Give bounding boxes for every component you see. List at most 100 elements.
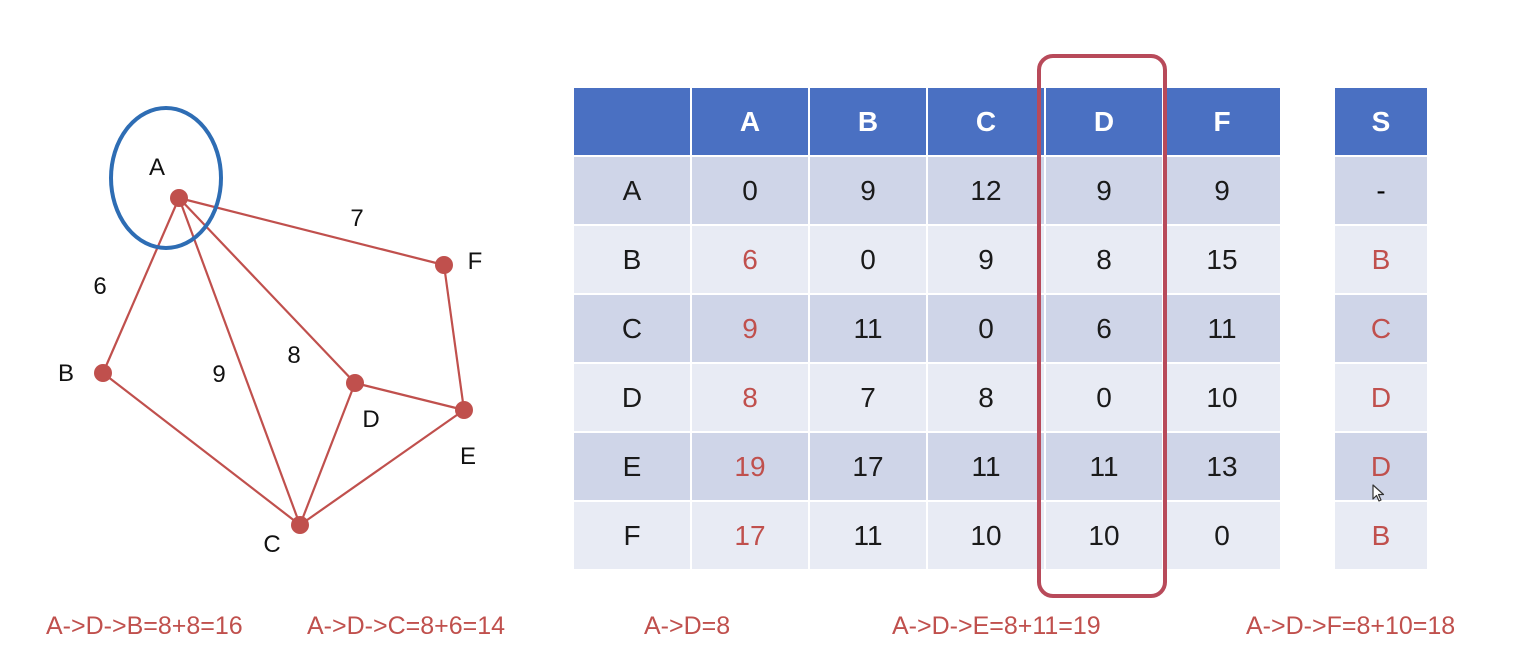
edge-c-e (299, 409, 465, 526)
table-cell: 13 (1164, 433, 1280, 500)
edge-b-c (102, 372, 301, 526)
formula-text: A->D->E=8+11=19 (892, 612, 1101, 640)
s-table: S - B C D D B (1333, 86, 1429, 571)
node-c (291, 516, 309, 534)
table-row: D 8 7 8 0 10 (574, 364, 1280, 431)
table-cell: 9 (1046, 157, 1162, 224)
table-cell: 0 (810, 226, 926, 293)
table-cell: 12 (928, 157, 1044, 224)
table-cell: 11 (810, 502, 926, 569)
edge-weight-label: 9 (212, 361, 225, 388)
node-e (455, 401, 473, 419)
node-label-f: F (468, 248, 483, 275)
node-label-c: C (263, 531, 280, 558)
table-cell: 7 (810, 364, 926, 431)
table-cell: 9 (1164, 157, 1280, 224)
table-row: A 0 9 12 9 9 (574, 157, 1280, 224)
table-cell: 17 (810, 433, 926, 500)
table-cell: 8 (1046, 226, 1162, 293)
table-cell: 11 (1164, 295, 1280, 362)
table-header-row: A B C D F (574, 88, 1280, 155)
s-cell: D (1335, 433, 1427, 500)
edge-d-e (354, 381, 465, 412)
row-label: B (574, 226, 690, 293)
table-cell: 15 (1164, 226, 1280, 293)
edge-weight-label: 8 (287, 342, 300, 369)
node-d (346, 374, 364, 392)
table-corner (574, 88, 690, 155)
table-cell: 0 (1046, 364, 1162, 431)
row-label: F (574, 502, 690, 569)
s-cell: B (1335, 226, 1427, 293)
s-row: - (1335, 157, 1427, 224)
edge-e-f (442, 264, 466, 411)
table-cell: 0 (692, 157, 808, 224)
table-cell: 10 (1046, 502, 1162, 569)
table-cell: 10 (1164, 364, 1280, 431)
node-f (435, 256, 453, 274)
edge-weight-label: 6 (93, 273, 106, 300)
column-header: B (810, 88, 926, 155)
node-a (170, 189, 188, 207)
formula-text: A->D=8 (644, 612, 731, 640)
edge-a-d (178, 197, 356, 384)
table-cell: 11 (928, 433, 1044, 500)
table-cell: 19 (692, 433, 808, 500)
graph-nodes (94, 189, 473, 534)
column-header: C (928, 88, 1044, 155)
table-cell: 9 (810, 157, 926, 224)
row-label: A (574, 157, 690, 224)
table-cell: 9 (928, 226, 1044, 293)
graph-labels: 6 9 8 7 A B C D E F (58, 154, 482, 558)
table-row: F 17 11 10 10 0 (574, 502, 1280, 569)
s-header: S (1335, 88, 1427, 155)
row-label: D (574, 364, 690, 431)
node-label-b: B (58, 360, 74, 387)
table-cell: 11 (810, 295, 926, 362)
formula-text: A->D->C=8+6=14 (307, 612, 506, 640)
node-label-e: E (460, 443, 476, 470)
edge-a-c (177, 197, 302, 526)
edge-c-d (298, 382, 357, 526)
s-row: D (1335, 433, 1427, 500)
edge-a-b (101, 197, 181, 374)
formula-text: A->D->F=8+10=18 (1246, 612, 1456, 640)
table-cell: 9 (692, 295, 808, 362)
column-header: D (1046, 88, 1162, 155)
table-row: B 6 0 9 8 15 (574, 226, 1280, 293)
distance-table: A B C D F A 0 9 12 9 9 B 6 0 9 8 15 C 9 … (572, 86, 1282, 571)
column-header: F (1164, 88, 1280, 155)
s-cell: D (1335, 364, 1427, 431)
graph-edges (101, 196, 466, 526)
highlight-ellipse-a (109, 106, 223, 250)
s-row: B (1335, 226, 1427, 293)
s-cell: - (1335, 157, 1427, 224)
node-label-a: A (149, 154, 165, 181)
row-label: E (574, 433, 690, 500)
s-row: D (1335, 364, 1427, 431)
s-row: C (1335, 295, 1427, 362)
formula-text: A->D->B=8+8=16 (46, 612, 243, 640)
table-cell: 8 (928, 364, 1044, 431)
column-header: A (692, 88, 808, 155)
s-cell: B (1335, 502, 1427, 569)
table-cell: 6 (692, 226, 808, 293)
edge-weight-label: 7 (350, 205, 363, 232)
node-b (94, 364, 112, 382)
graph-diagram: 6 9 8 7 A B C D E F (58, 106, 482, 558)
table-row: E 19 17 11 11 13 (574, 433, 1280, 500)
table-cell: 10 (928, 502, 1044, 569)
table-cell: 11 (1046, 433, 1162, 500)
table-cell: 17 (692, 502, 808, 569)
row-label: C (574, 295, 690, 362)
node-label-d: D (362, 406, 379, 433)
edge-a-f (178, 196, 445, 267)
table-cell: 8 (692, 364, 808, 431)
s-header-row: S (1335, 88, 1427, 155)
s-cell: C (1335, 295, 1427, 362)
table-cell: 6 (1046, 295, 1162, 362)
table-cell: 0 (1164, 502, 1280, 569)
s-row: B (1335, 502, 1427, 569)
table-row: C 9 11 0 6 11 (574, 295, 1280, 362)
mouse-cursor-icon (1372, 484, 1385, 502)
